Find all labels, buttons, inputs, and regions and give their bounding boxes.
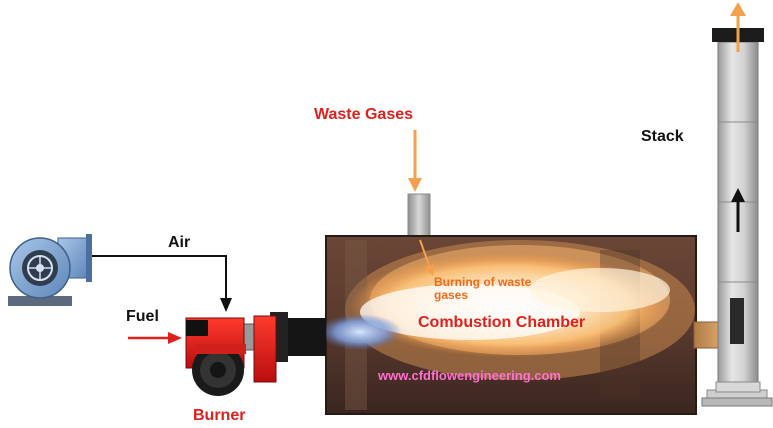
combustion-chamber-label: Combustion Chamber — [418, 314, 586, 331]
flame-inner — [360, 284, 580, 340]
air-arrowhead — [220, 298, 232, 312]
combustion-chamber — [318, 235, 697, 415]
fuel-label: Fuel — [126, 308, 159, 325]
website-watermark: www.cfdflowengineering.com — [378, 368, 561, 383]
burning-of-waste-gases-label: Burning of waste gases — [434, 275, 532, 302]
flame-tip — [530, 268, 670, 312]
centrifugal-fan-icon — [8, 234, 92, 306]
waste-gas-duct — [407, 193, 431, 237]
waste-gas-arrowhead — [408, 178, 422, 192]
burning-arrow — [419, 239, 431, 269]
burner-unit-icon — [185, 312, 326, 396]
burning-arrowhead — [425, 264, 434, 276]
air-label: Air — [168, 234, 191, 251]
flame-blue-root — [318, 314, 402, 350]
air-line — [92, 255, 227, 300]
stack-flow-arrowhead — [731, 188, 745, 202]
waste-gases-label: Waste Gases — [314, 106, 414, 123]
chamber-outlet-duct — [693, 321, 721, 349]
stack-exhaust-arrowhead — [730, 2, 746, 16]
burner-label: Burner — [193, 407, 246, 424]
fuel-arrowhead — [168, 332, 182, 344]
stack-label: Stack — [641, 128, 684, 145]
